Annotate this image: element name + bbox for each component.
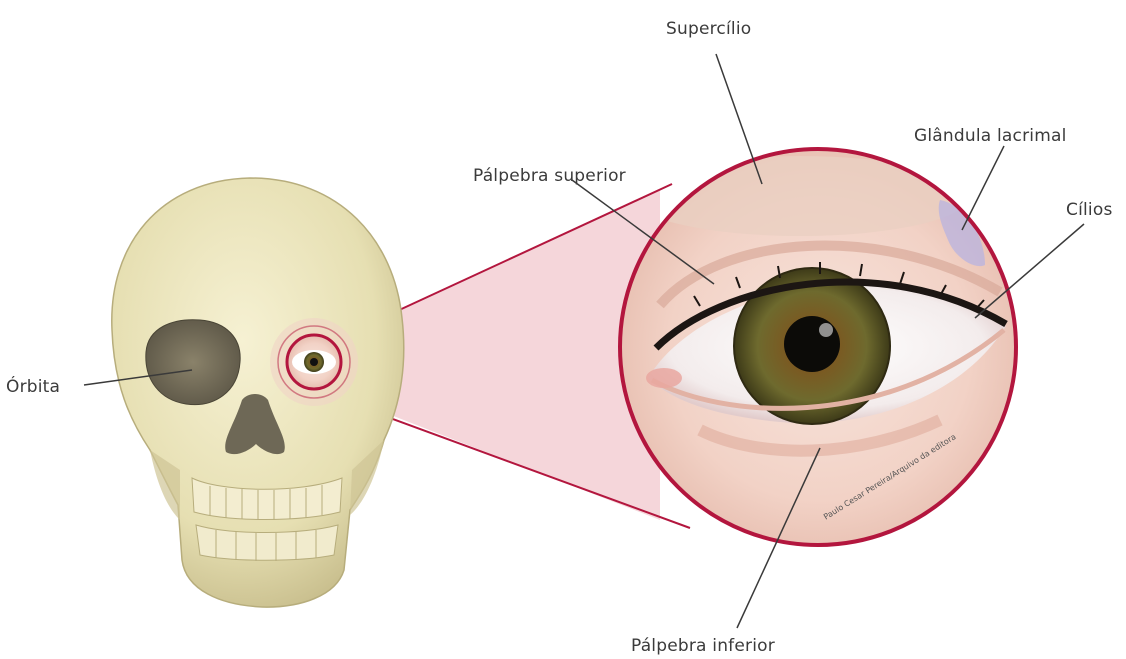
label-cilios: Cílios [1066, 200, 1113, 220]
label-palpebra-inferior: Pálpebra inferior [631, 636, 775, 656]
label-orbita: Órbita [6, 377, 60, 397]
label-palpebra-superior: Pálpebra superior [473, 166, 626, 186]
label-glandula-lacrimal: Glândula lacrimal [914, 126, 1067, 146]
magnified-eye [610, 140, 1030, 560]
skull [112, 178, 404, 607]
label-supercilio: Supercílio [666, 19, 751, 39]
orbit-socket [146, 320, 240, 405]
leader-glandula-lacrimal [962, 146, 1004, 230]
